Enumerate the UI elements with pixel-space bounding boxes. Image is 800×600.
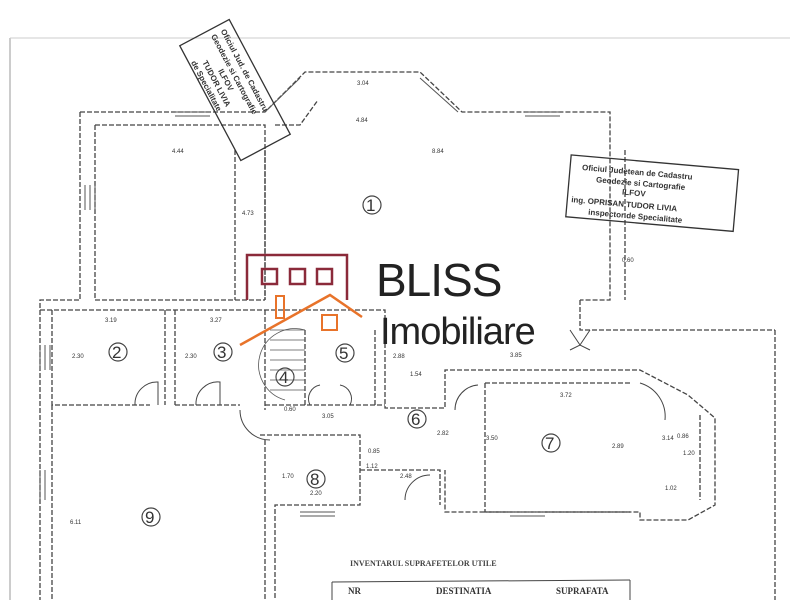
room-3-label: 3 <box>217 343 226 362</box>
dim-label: 2.82 <box>437 431 449 437</box>
room-1-label: 1 <box>366 196 375 215</box>
dim-label: 3.27 <box>210 318 222 324</box>
room-7-label: 7 <box>545 434 554 453</box>
dim-label: 6.11 <box>70 520 82 526</box>
dim-label: 2.89 <box>612 444 624 450</box>
dim-label: 0.85 <box>368 449 380 455</box>
windows <box>39 111 560 517</box>
dim-label: 1.20 <box>683 451 695 457</box>
dim-label: 3.14 <box>662 436 674 442</box>
cadastre-stamp-right: Oficiul Judetean de Cadastru Geodezie si… <box>565 154 740 233</box>
dim-label: 2.88 <box>393 354 405 360</box>
walls <box>39 71 776 600</box>
doors <box>134 329 666 501</box>
logo-subtitle-text: Imobiliare <box>380 311 535 353</box>
inventory-table: INVENTARUL SUPRAFETELOR UTILE NR DESTINA… <box>331 559 631 600</box>
logo-window <box>315 267 334 286</box>
table-header-destination: DESTINATIA <box>436 586 492 596</box>
cadastre-stamp-left: Oficiul Jud. de Cadastru Geodezie si Car… <box>178 18 292 162</box>
dim-label: 4.44 <box>172 149 184 155</box>
room-5-label: 5 <box>339 344 348 363</box>
bliss-logo: BLISS Imobiliare <box>239 253 536 353</box>
logo-frame <box>245 253 349 300</box>
dim-label: 2.20 <box>310 491 322 497</box>
room-labels: 1 2 3 4 5 6 7 8 9 <box>108 195 561 527</box>
logo-roof <box>239 293 363 347</box>
logo-door <box>321 314 338 331</box>
dim-label: 0.60 <box>284 407 296 413</box>
staircase <box>258 328 306 401</box>
logo-window <box>260 267 279 286</box>
dimension-labels: 3.04 4.84 4.44 8.84 4.73 0.60 3.19 3.27 … <box>70 81 695 526</box>
dim-label: 0.60 <box>622 258 634 264</box>
room-9-label: 9 <box>145 508 154 527</box>
dim-label: 1.54 <box>410 372 422 378</box>
dim-label: 8.84 <box>432 149 444 155</box>
dim-label: 3.05 <box>322 414 334 420</box>
inventory-title: INVENTARUL SUPRAFETELOR UTILE <box>350 559 497 568</box>
logo-chimney <box>275 295 285 319</box>
dim-label: 4.84 <box>356 118 368 124</box>
dim-label: 3.04 <box>357 81 369 87</box>
room-6-label: 6 <box>411 410 420 429</box>
dim-label: 3.50 <box>486 436 498 442</box>
dim-label: 1.02 <box>665 486 677 492</box>
dim-label: 0.86 <box>677 434 689 440</box>
dim-label: 4.73 <box>242 211 254 217</box>
room-2-label: 2 <box>112 343 121 362</box>
dim-label: 2.48 <box>400 474 412 480</box>
dim-label: 3.72 <box>560 393 572 399</box>
dim-label: 3.19 <box>105 318 117 324</box>
dim-label: 1.70 <box>282 474 294 480</box>
dim-label: 2.30 <box>185 354 197 360</box>
room-8-label: 8 <box>310 470 319 489</box>
stamp-line: ILFOV <box>622 188 647 199</box>
logo-brand-text: BLISS <box>376 254 501 306</box>
dim-label: 2.30 <box>72 354 84 360</box>
dim-label: 3.85 <box>510 353 522 359</box>
table-header-nr: NR <box>348 586 361 596</box>
table-header-area: SUPRAFATA <box>556 586 609 596</box>
room-4-label: 4 <box>279 368 288 387</box>
dim-label: 1.12 <box>366 464 378 470</box>
logo-window <box>288 267 307 286</box>
